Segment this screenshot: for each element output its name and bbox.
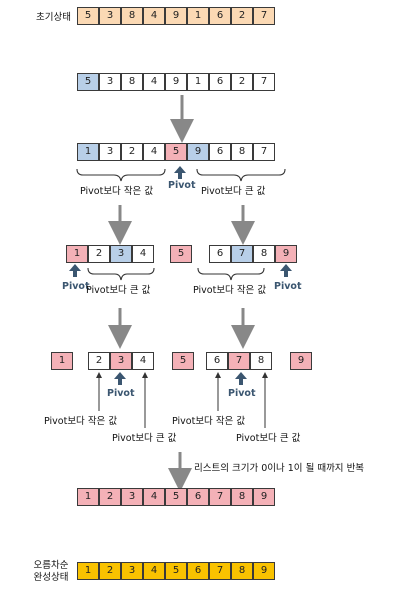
brace: [87, 267, 155, 281]
array-cell: 7: [228, 352, 250, 370]
array-cell: 8: [253, 245, 275, 263]
array-cell: 4: [143, 562, 165, 580]
array-cell: 4: [132, 352, 154, 370]
array-cell: 7: [253, 7, 275, 25]
array-cell: 8: [231, 562, 253, 580]
array-cell: 6: [209, 143, 231, 161]
array-cell: 9: [275, 245, 297, 263]
array-cell: 6: [209, 73, 231, 91]
larger-than-pivot-label: Pivot보다 큰 값: [86, 285, 151, 296]
array-cell: 2: [88, 352, 110, 370]
array-cell: 6: [206, 352, 228, 370]
array-cell: 1: [51, 352, 73, 370]
array-cell: 4: [143, 7, 165, 25]
pivot-label: Pivot: [168, 180, 196, 191]
repeat-note: 리스트의 크기가 0이나 1이 될 때까지 반복: [194, 463, 365, 474]
pivot-arrow-icon: [280, 264, 292, 277]
array-cell: 6: [209, 245, 231, 263]
array-cell: 6: [209, 7, 231, 25]
array-cell: 4: [143, 143, 165, 161]
smaller-than-pivot-label: Pivot보다 작은 값: [80, 186, 154, 197]
pivot-label: Pivot: [274, 281, 302, 292]
array-cell: 5: [165, 562, 187, 580]
pivot-label: Pivot: [107, 388, 135, 399]
array-cell: 9: [165, 73, 187, 91]
brace: [197, 267, 265, 281]
array-cell: 3: [110, 352, 132, 370]
array-cell: 1: [77, 143, 99, 161]
array-cell: 9: [187, 143, 209, 161]
array-cell: 4: [132, 245, 154, 263]
array-cell: 7: [209, 562, 231, 580]
brace: [196, 168, 286, 182]
array-cell: 6: [187, 562, 209, 580]
array-cell: 9: [290, 352, 312, 370]
sorted-label-line1: 오름차순: [33, 560, 69, 571]
pivot-label: Pivot: [228, 388, 256, 399]
smaller-than-pivot-label: Pivot보다 작은 값: [172, 416, 246, 427]
array-cell: 3: [121, 562, 143, 580]
array-cell: 9: [253, 488, 275, 506]
array-cell: 5: [170, 245, 192, 263]
array-cell: 8: [231, 143, 253, 161]
array-cell: 8: [231, 488, 253, 506]
array-cell: 8: [121, 7, 143, 25]
array-cell: 2: [88, 245, 110, 263]
pivot-arrow-icon: [174, 166, 186, 179]
smaller-than-pivot-label: Pivot보다 작은 값: [44, 416, 118, 427]
larger-than-pivot-label: Pivot보다 큰 값: [112, 433, 177, 444]
array-cell: 2: [121, 143, 143, 161]
array-cell: 1: [187, 7, 209, 25]
array-cell: 8: [121, 73, 143, 91]
array-cell: 1: [66, 245, 88, 263]
sorted-label-line2: 완성상태: [33, 572, 69, 583]
array-cell: 2: [231, 7, 253, 25]
array-cell: 6: [187, 488, 209, 506]
pivot-arrow-icon: [69, 264, 81, 277]
array-cell: 1: [77, 562, 99, 580]
array-cell: 2: [231, 73, 253, 91]
array-cell: 3: [99, 73, 121, 91]
array-cell: 8: [250, 352, 272, 370]
array-cell: 7: [253, 143, 275, 161]
array-cell: 5: [165, 143, 187, 161]
array-cell: 5: [165, 488, 187, 506]
array-cell: 9: [165, 7, 187, 25]
array-cell: 9: [253, 562, 275, 580]
larger-than-pivot-label: Pivot보다 큰 값: [236, 433, 301, 444]
sorted-state-label: 오름차순 완성상태: [25, 560, 77, 584]
array-cell: 3: [99, 143, 121, 161]
pivot-arrow-icon: [235, 372, 247, 385]
array-cell: 7: [253, 73, 275, 91]
array-cell: 2: [99, 562, 121, 580]
array-cell: 7: [231, 245, 253, 263]
array-cell: 5: [77, 7, 99, 25]
array-cell: 7: [209, 488, 231, 506]
array-cell: 1: [187, 73, 209, 91]
pivot-arrow-icon: [114, 372, 126, 385]
larger-than-pivot-label: Pivot보다 큰 값: [201, 186, 266, 197]
brace: [76, 168, 166, 182]
array-cell: 3: [99, 7, 121, 25]
array-cell: 3: [110, 245, 132, 263]
pivot-label: Pivot: [62, 281, 90, 292]
array-cell: 3: [121, 488, 143, 506]
smaller-than-pivot-label: Pivot보다 작은 값: [193, 285, 267, 296]
array-cell: 4: [143, 488, 165, 506]
array-cell: 5: [172, 352, 194, 370]
array-cell: 4: [143, 73, 165, 91]
array-cell: 5: [77, 73, 99, 91]
array-cell: 1: [77, 488, 99, 506]
initial-state-label: 초기상태: [36, 12, 71, 23]
array-cell: 2: [99, 488, 121, 506]
